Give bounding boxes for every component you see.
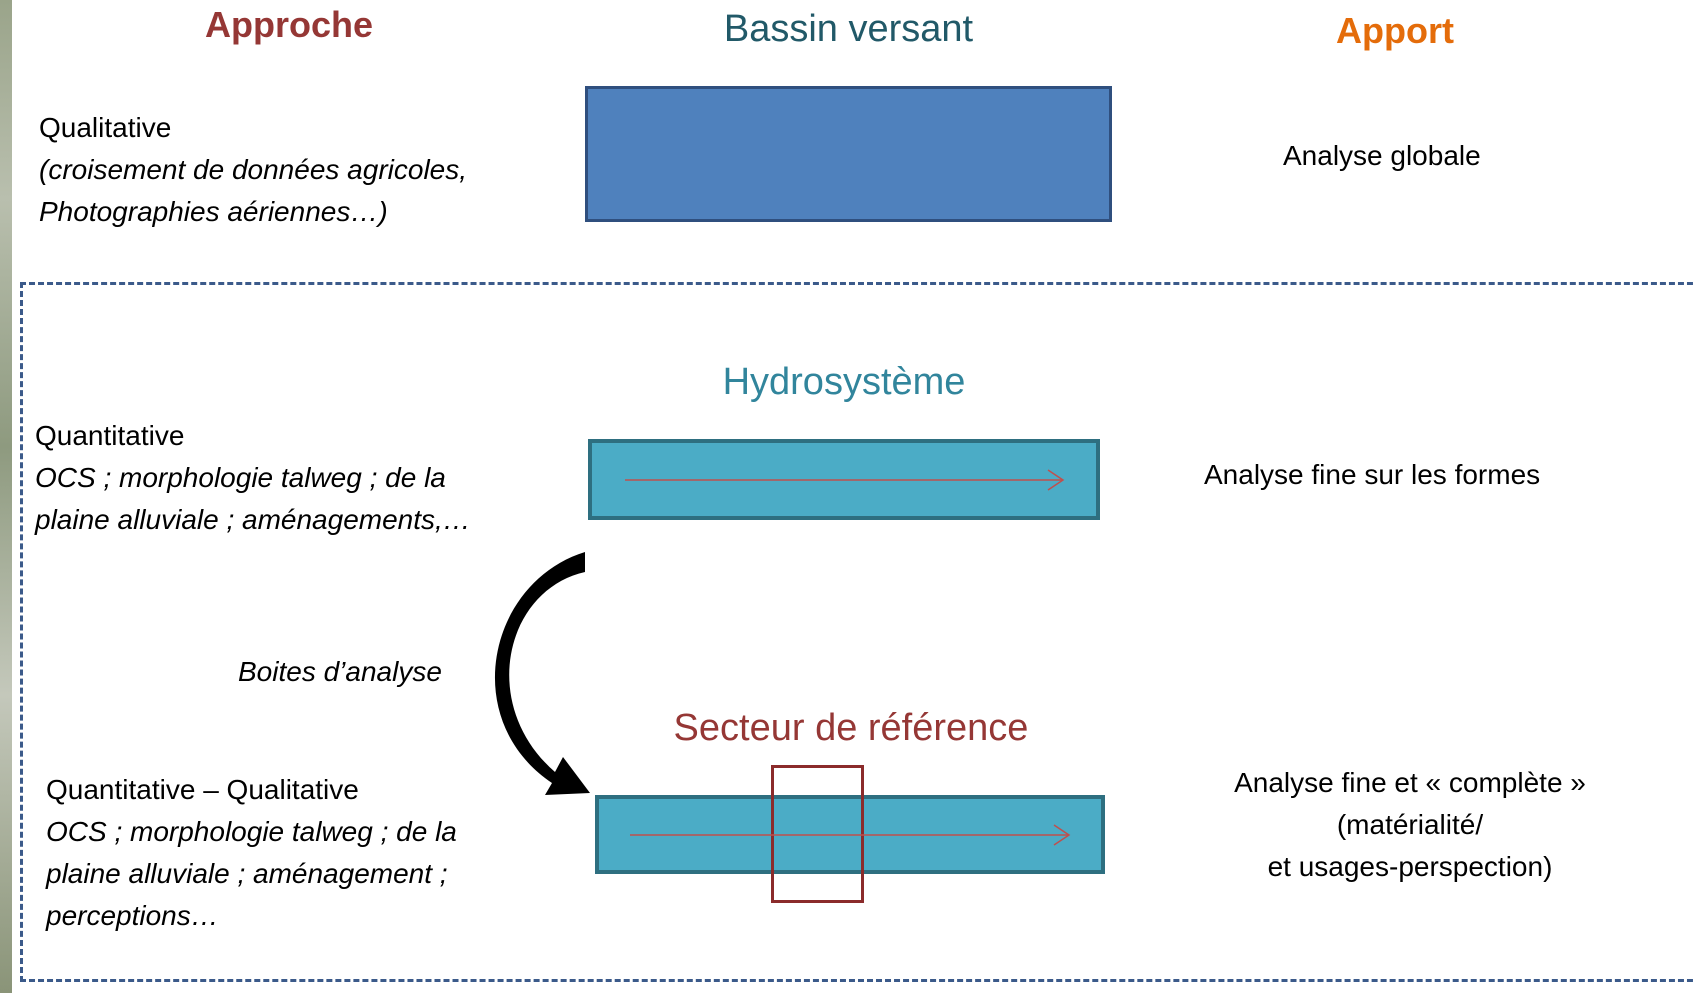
- analyse-formes-text: Analyse fine sur les formes: [1204, 459, 1541, 490]
- secteur-flow-arrow: [630, 824, 1071, 846]
- secteur-reference-title: Secteur de référence: [673, 707, 1029, 749]
- quantitative-label: Quantitative: [35, 420, 185, 451]
- curved-down-arrow: [494, 552, 590, 795]
- hydrosysteme-title: Hydrosystème: [722, 361, 966, 403]
- analyse-complete-line-3: et usages-perspection): [1267, 851, 1553, 882]
- mixed-approach: Quantitative – Qualitative OCS ; morphol…: [46, 769, 457, 937]
- qualitative-detail-2: Photographies aériennes…): [39, 196, 388, 227]
- reference-sector-frame: [771, 765, 864, 903]
- analyse-complete-line-2: (matérialité/: [1336, 809, 1484, 840]
- approche-header: Approche: [205, 4, 374, 45]
- mixed-detail-3: perceptions…: [46, 900, 219, 931]
- mixed-label: Quantitative – Qualitative: [46, 774, 359, 805]
- apport-header: Apport: [1336, 10, 1454, 51]
- mixed-detail-2: plaine alluviale ; aménagement ;: [46, 858, 448, 889]
- quantitative-approach: Quantitative OCS ; morphologie talweg ; …: [35, 415, 471, 541]
- analyse-complete-line-1: Analyse fine et « complète »: [1234, 767, 1586, 798]
- bassin-versant-box: [585, 86, 1112, 222]
- quantitative-detail-2: plaine alluviale ; aménagements,…: [35, 504, 471, 535]
- analyse-globale-text: Analyse globale: [1283, 140, 1481, 171]
- background-photo-strip: [0, 0, 12, 993]
- mixed-detail-1: OCS ; morphologie talweg ; de la: [46, 816, 457, 847]
- qualitative-detail-1: (croisement de données agricoles,: [39, 154, 468, 185]
- boites-analyse-label: Boites d’analyse: [238, 656, 442, 687]
- hydro-flow-arrow: [625, 469, 1065, 491]
- bassin-versant-title: Bassin versant: [723, 8, 974, 50]
- qualitative-label: Qualitative: [39, 112, 172, 143]
- analyse-complete-text: Analyse fine et « complète » (matérialit…: [1180, 762, 1640, 888]
- quantitative-detail-1: OCS ; morphologie talweg ; de la: [35, 462, 446, 493]
- qualitative-approach: Qualitative (croisement de données agric…: [39, 107, 467, 233]
- dashed-frame: [20, 282, 1694, 982]
